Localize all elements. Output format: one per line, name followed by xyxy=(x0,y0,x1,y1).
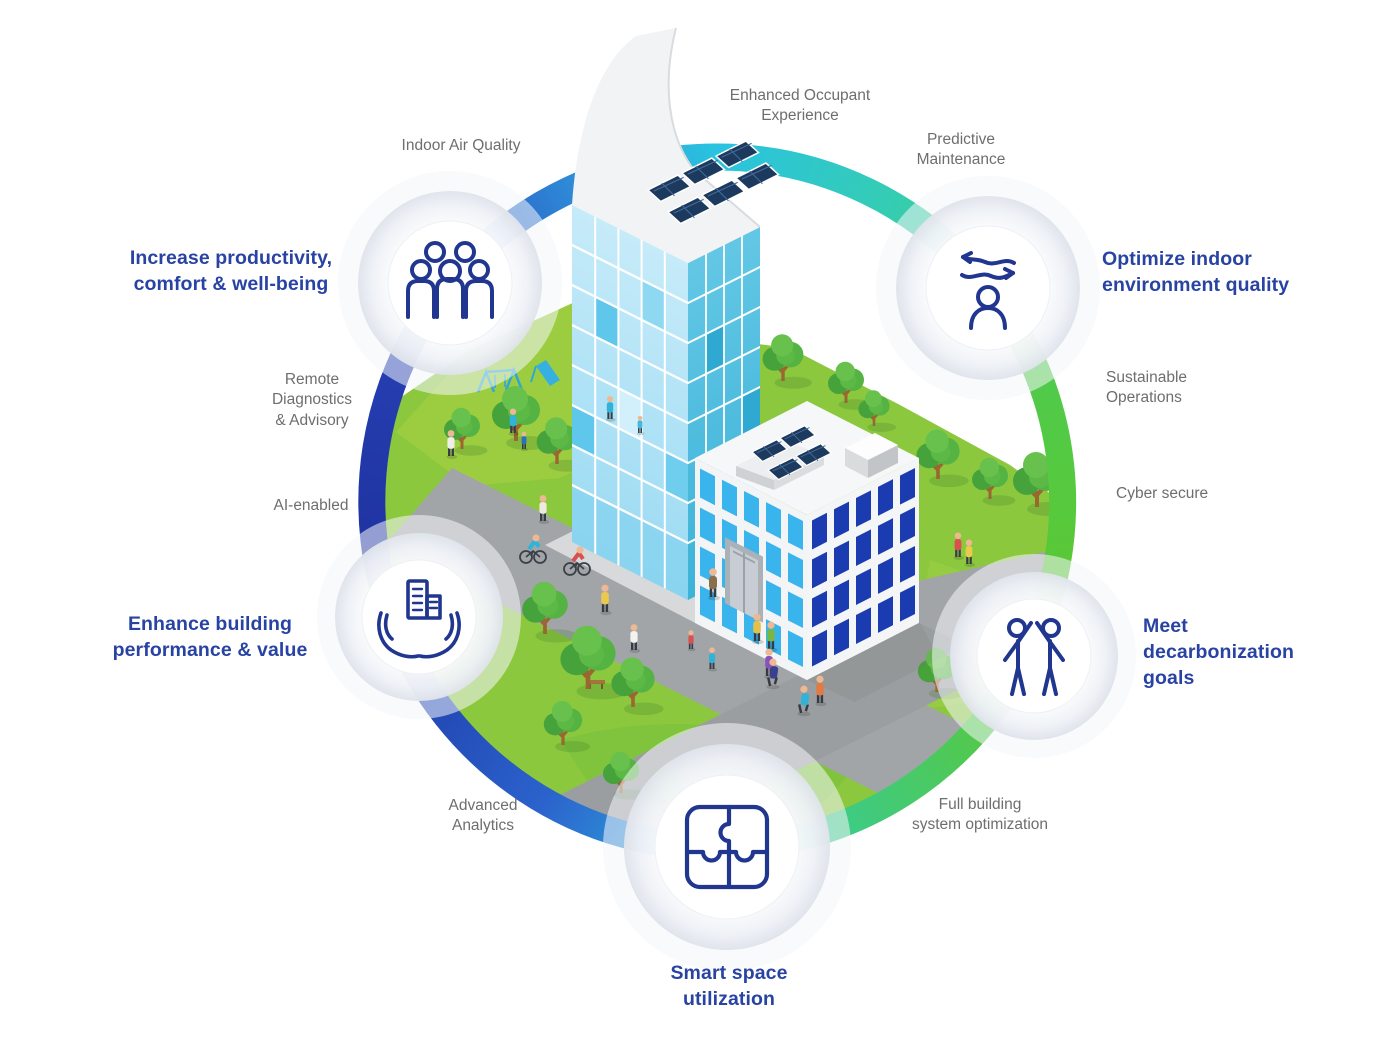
capability-label-remote-diagnostics-advisory: Remote Diagnostics & Advisory xyxy=(271,371,353,429)
puzzle-pieces-icon xyxy=(684,804,770,890)
benefit-circle-space xyxy=(603,723,851,971)
capability-label-advanced-analytics: Advanced Analytics xyxy=(448,797,518,835)
capability-label-indoor-air-quality: Indoor Air Quality xyxy=(401,137,521,154)
capability-label-sustainable-operations: Sustainable Operations xyxy=(1106,369,1188,407)
benefit-label-performance: Enhance building performance & value xyxy=(112,613,308,662)
entrance-door xyxy=(725,537,763,623)
capability-label-cyber-secure: Cyber secure xyxy=(1116,485,1209,502)
benefit-circle-productivity xyxy=(338,171,562,395)
capability-label-full-building-system-optimization: Full building system optimization xyxy=(911,796,1049,834)
benefit-circle-decarbonization xyxy=(932,554,1136,758)
benefit-circle-indoor-quality xyxy=(876,176,1100,400)
rooftop-units xyxy=(736,433,898,490)
capability-label-predictive-maintenance: Predictive Maintenance xyxy=(916,131,1006,169)
cube-office-building xyxy=(695,401,965,702)
capability-label-enhanced-occupant-experience: Enhanced Occupant Experience xyxy=(729,87,871,125)
benefit-label-productivity: Increase productivity, comfort & well-be… xyxy=(129,247,333,296)
high-five-people-icon xyxy=(1003,618,1065,696)
benefit-circle-performance xyxy=(317,515,521,719)
hands-holding-building-icon xyxy=(377,579,461,659)
benefit-label-decarbonization: Meet decarbonization goals xyxy=(1143,615,1295,690)
air-flow-person-icon xyxy=(960,251,1016,330)
benefit-circles xyxy=(317,171,1136,971)
people-group-icon xyxy=(406,241,494,319)
benefit-label-space: Smart space utilization xyxy=(670,962,788,1011)
benefit-label-indoor-quality: Optimize indoor environment quality xyxy=(1102,248,1290,297)
capability-label-ai-enabled: AI-enabled xyxy=(273,497,349,514)
